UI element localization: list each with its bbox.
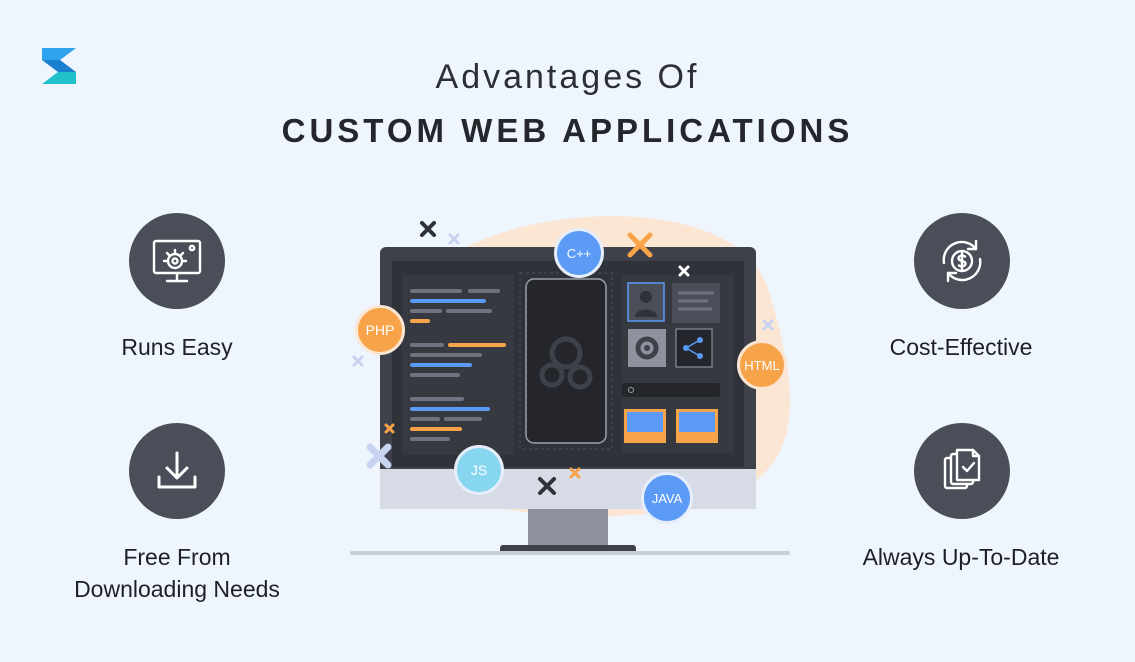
phone-mockup (525, 278, 607, 444)
monitor-illustration (350, 216, 790, 555)
dollar-refresh-icon (942, 239, 982, 283)
free-from-downloading-line-1: Free From (123, 544, 231, 570)
monitor-gear-icon (152, 239, 202, 283)
js-badge-text: JS (470, 462, 488, 478)
cpp-badge-text: C++ (566, 245, 592, 261)
html-badge: HTML (737, 340, 787, 390)
download-icon (157, 451, 197, 489)
php-badge-text: PHP (365, 322, 395, 338)
title-line-1: Advantages Of (435, 58, 700, 96)
java-badge: JAVA (641, 472, 693, 524)
runs-easy-badge (129, 213, 225, 309)
download-badge (129, 423, 225, 519)
title-line-2: CUSTOM WEB APPLICATIONS (281, 112, 854, 149)
monitor-neck (528, 509, 608, 545)
share-tile (675, 328, 713, 368)
search-bar (622, 383, 720, 397)
documents-check-icon (943, 448, 981, 490)
free-from-downloading-label: Free From Downloading Needs (27, 541, 327, 605)
cost-effective-badge (914, 213, 1010, 309)
always-up-to-date-badge (914, 423, 1010, 519)
js-badge: JS (454, 445, 504, 495)
cross-decoration (352, 221, 774, 495)
free-from-downloading-line-2: Downloading Needs (74, 576, 280, 602)
runs-easy-label: Runs Easy (121, 334, 233, 360)
java-badge-text: JAVA (651, 490, 683, 506)
always-up-to-date-label: Always Up-To-Date (862, 544, 1060, 570)
cost-effective-label: Cost-Effective (889, 334, 1033, 360)
cpp-badge: C++ (554, 228, 604, 278)
html-badge-text: HTML (744, 357, 780, 373)
php-badge: PHP (355, 305, 405, 355)
brand-logo (42, 48, 76, 84)
